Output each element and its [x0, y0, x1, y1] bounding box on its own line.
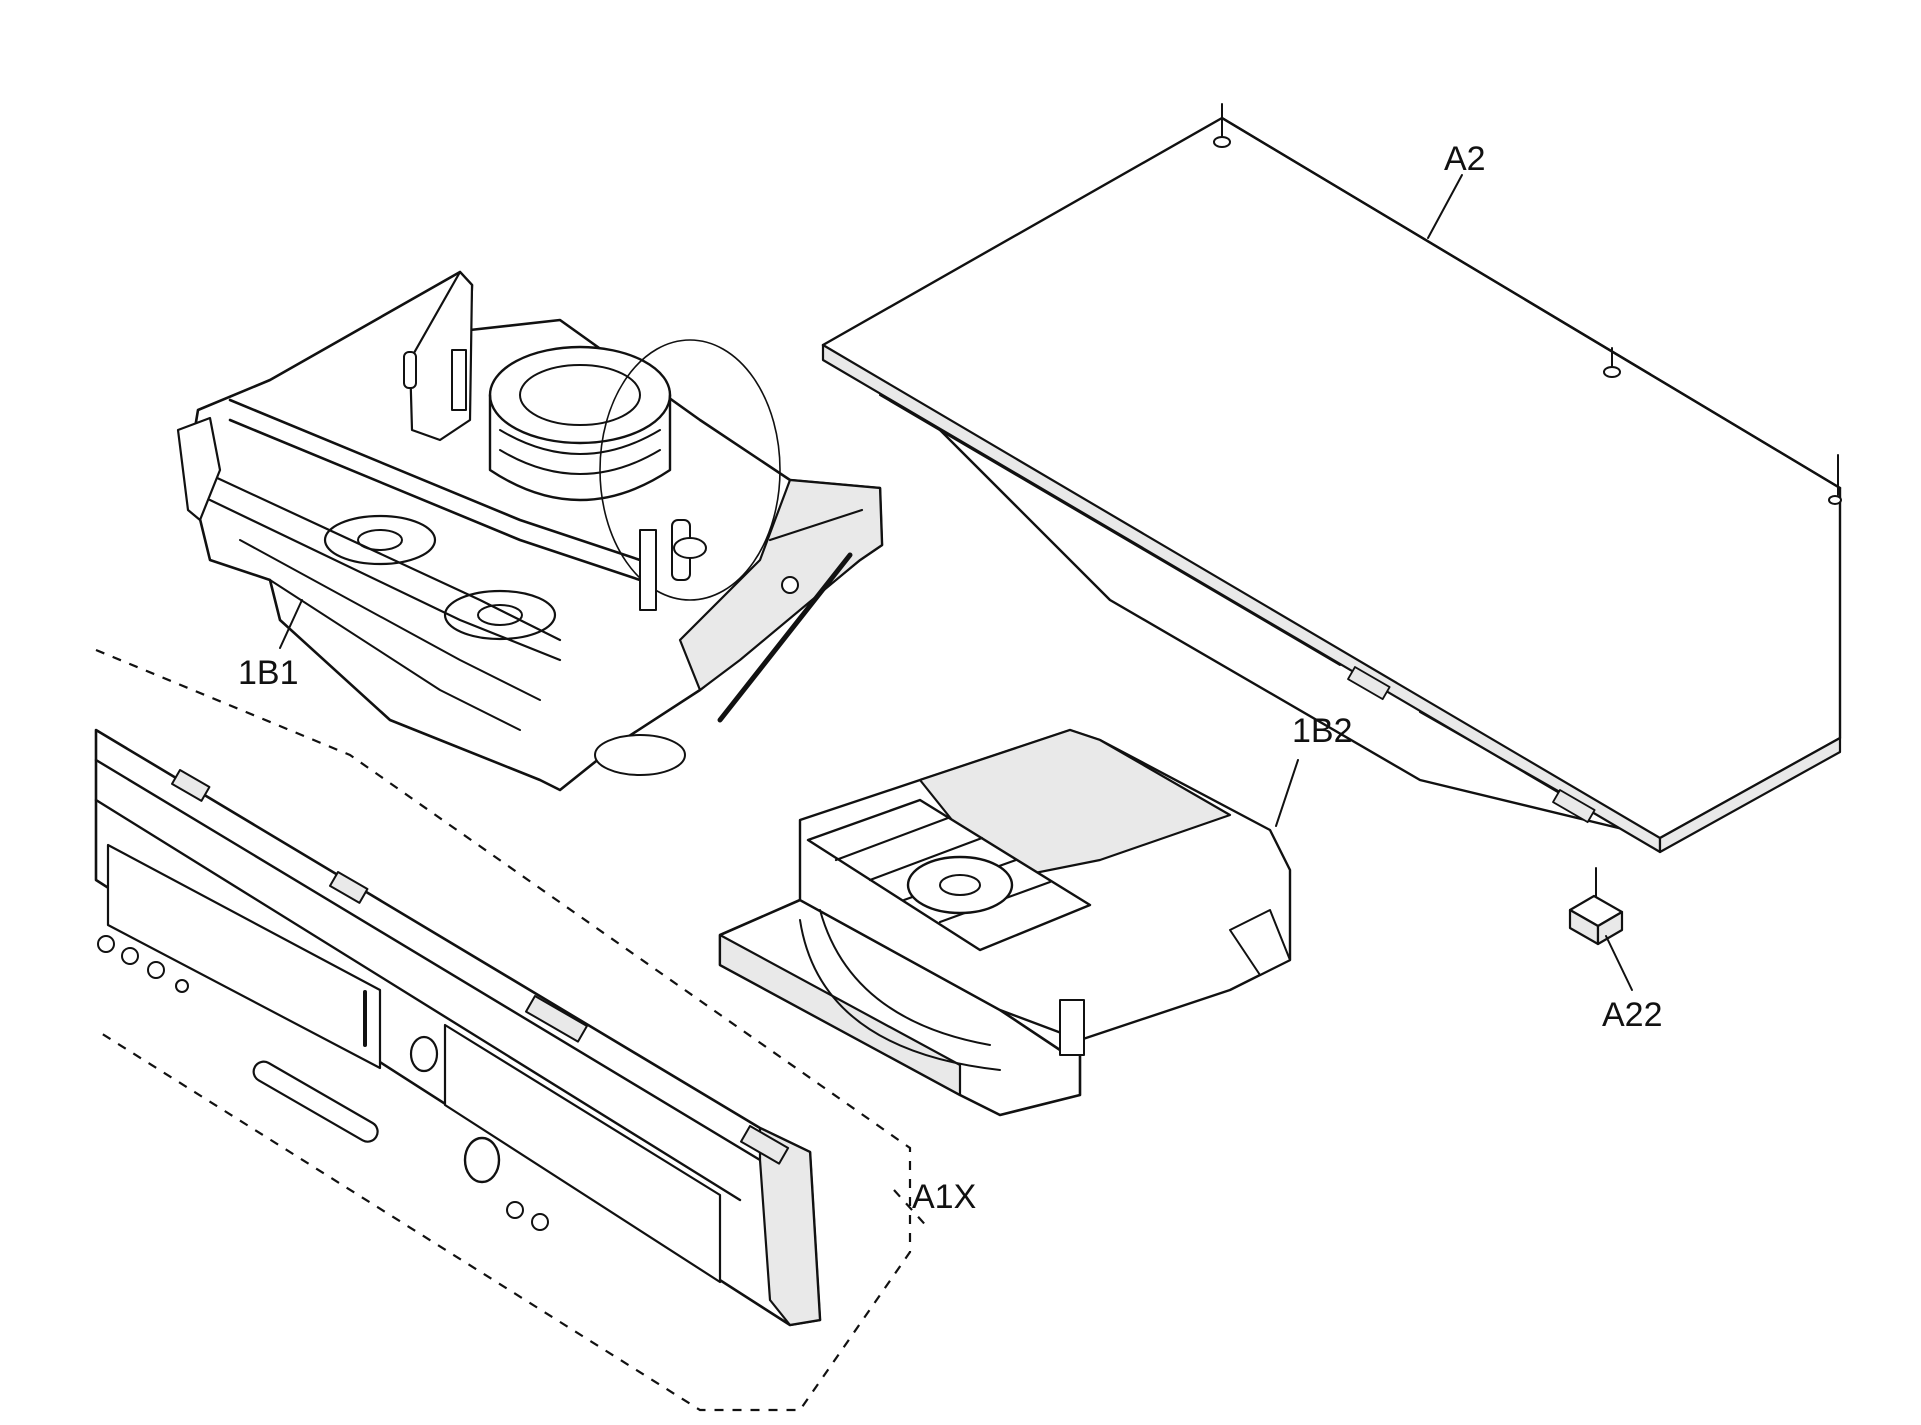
foot-bracket-a22: A22: [1568, 867, 1663, 1034]
screw-post-icon: [1603, 347, 1621, 378]
part-label-1b1: 1B1: [238, 654, 299, 692]
dvd-loader-mechanism-1b2: 1B2: [718, 712, 1353, 1117]
screw-post-icon: [1828, 454, 1842, 505]
screw-post-icon: [1213, 103, 1231, 148]
head-drum-icon: [488, 339, 781, 601]
front-panel-assembly-a1x: A1X: [94, 648, 976, 1412]
part-label-a2: A2: [1444, 140, 1486, 178]
top-cover-panel-a2: A2: [821, 103, 1842, 854]
part-label-a1x: A1X: [912, 1178, 976, 1216]
part-label-a22: A22: [1602, 996, 1663, 1034]
part-label-1b2: 1B2: [1292, 712, 1353, 750]
vcr-deck-mechanism-1b1: 1B1: [176, 270, 884, 792]
